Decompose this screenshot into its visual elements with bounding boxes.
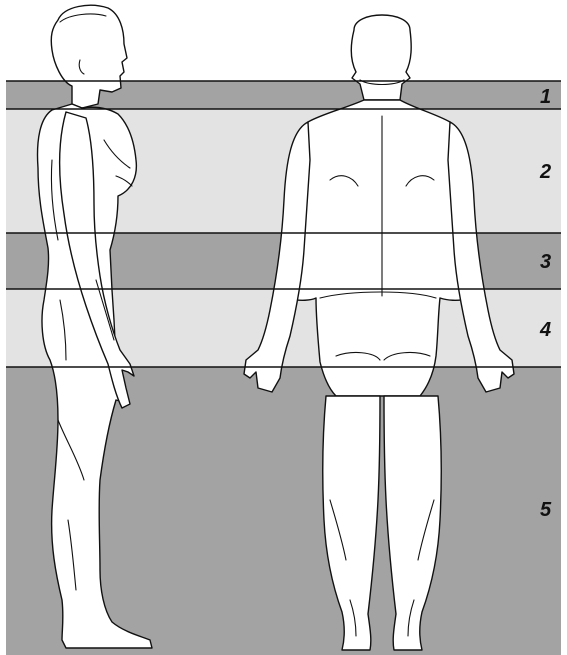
zone-label-1: 1	[540, 86, 551, 108]
zone-label-5: 5	[540, 499, 552, 521]
zone-label-4: 4	[539, 319, 551, 341]
zone-label-2: 2	[539, 161, 551, 183]
zone-label-3: 3	[540, 251, 551, 273]
